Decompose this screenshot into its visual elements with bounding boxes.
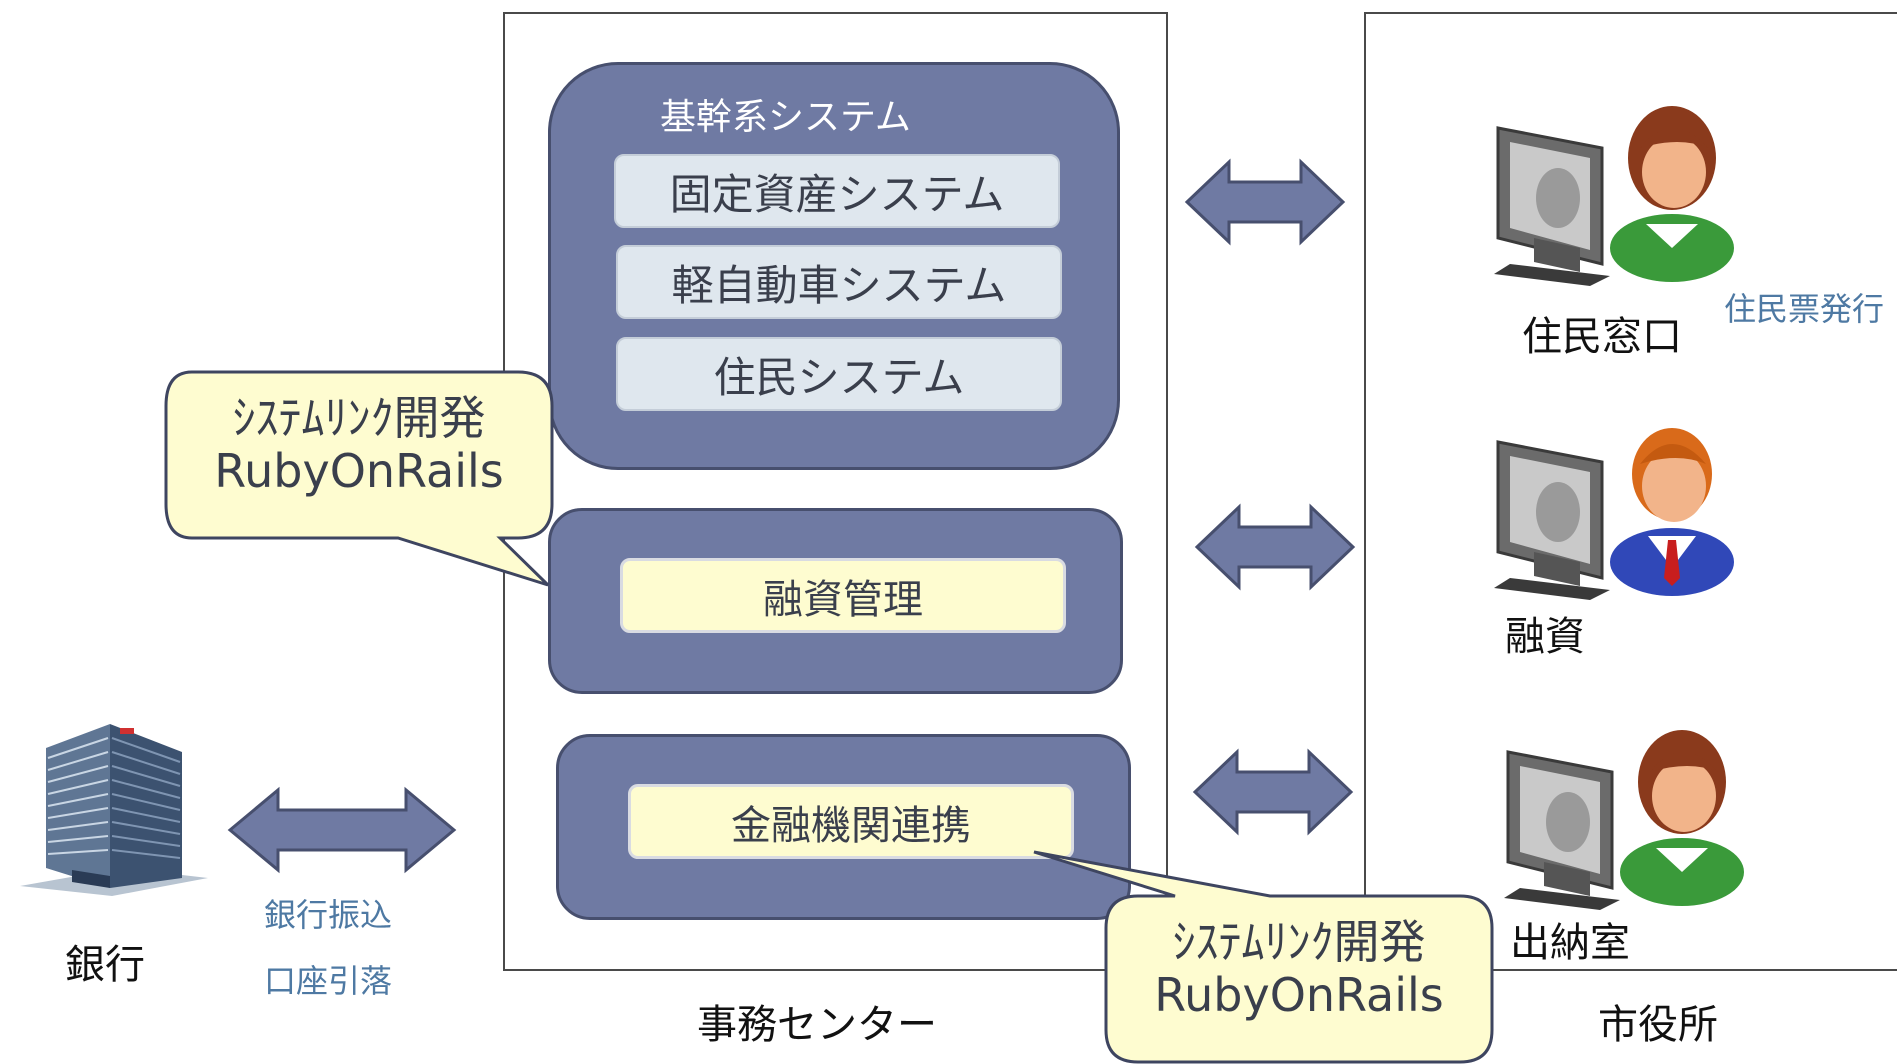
core-systems-title: 基幹系システム bbox=[660, 97, 911, 138]
double-arrow-icon bbox=[1194, 503, 1356, 591]
bank-operation-transfer: 銀行振込 bbox=[264, 896, 393, 934]
double-arrow-icon bbox=[1184, 158, 1346, 246]
desk-note-resident-certificate: 住民票発行 bbox=[1724, 290, 1885, 328]
city-hall-label: 市役所 bbox=[1598, 1002, 1718, 1048]
fixed-asset-system-box[interactable]: 固定資産システム bbox=[614, 154, 1060, 228]
bank-label: 銀行 bbox=[65, 942, 145, 988]
desk-label-loan: 融資 bbox=[1505, 614, 1585, 660]
user-at-computer-icon bbox=[1494, 428, 1734, 600]
resident-system-box[interactable]: 住民システム bbox=[616, 337, 1062, 411]
user-at-computer-icon bbox=[1494, 106, 1734, 286]
user-at-computer-icon bbox=[1504, 730, 1744, 910]
office-center-label: 事務センター bbox=[697, 1002, 937, 1048]
double-arrow-icon bbox=[227, 786, 457, 874]
light-vehicle-system-box[interactable]: 軽自動車システム bbox=[616, 245, 1062, 319]
double-arrow-icon bbox=[1192, 748, 1354, 836]
callout-2-line2: RubyOnRails bbox=[1154, 967, 1444, 1022]
callout-1-line2: RubyOnRails bbox=[214, 443, 504, 498]
bank-link-box[interactable]: 金融機関連携 bbox=[628, 784, 1074, 859]
callout-2-text: ｼｽﾃﾑﾘﾝｸ開発 RubyOnRails bbox=[1106, 916, 1492, 1022]
bank-building-icon bbox=[20, 724, 208, 896]
loan-management-box[interactable]: 融資管理 bbox=[620, 558, 1066, 633]
desk-label-treasury: 出納室 bbox=[1510, 920, 1630, 966]
callout-1-text: ｼｽﾃﾑﾘﾝｸ開発 RubyOnRails bbox=[166, 392, 552, 498]
callout-2-line1: ｼｽﾃﾑﾘﾝｸ開発 bbox=[1172, 915, 1426, 969]
callout-1-line1: ｼｽﾃﾑﾘﾝｸ開発 bbox=[232, 391, 486, 445]
desk-label-resident-window: 住民窓口 bbox=[1522, 314, 1682, 360]
bank-operation-debit: 口座引落 bbox=[264, 962, 393, 1000]
